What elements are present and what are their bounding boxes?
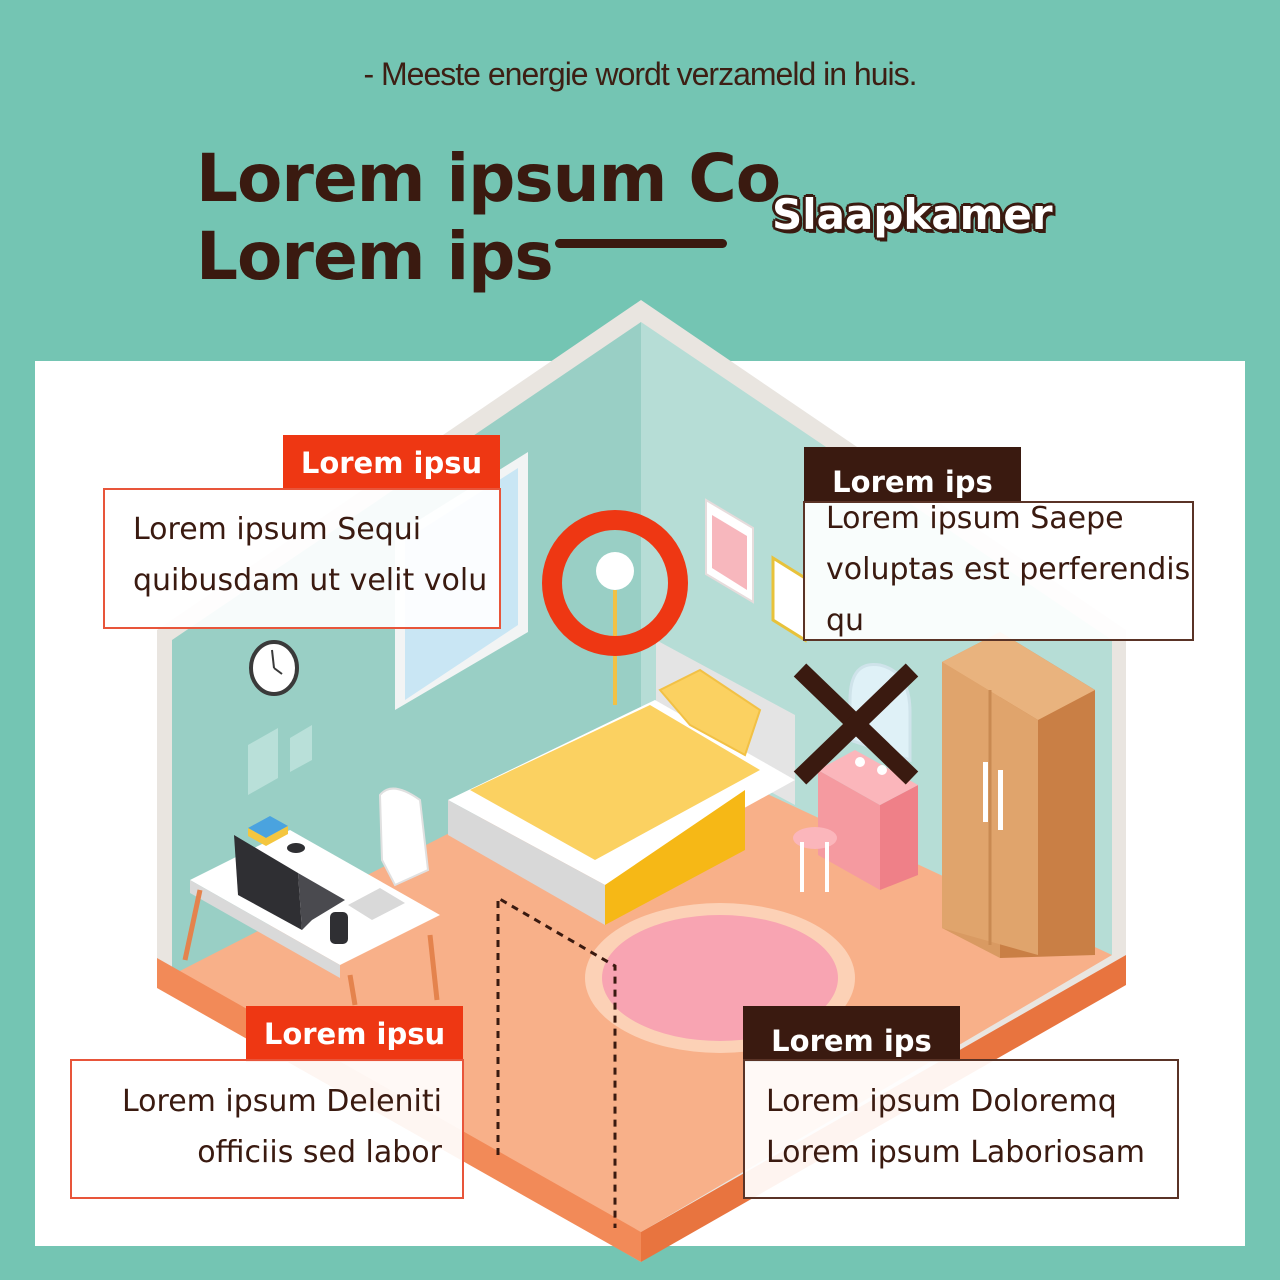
page-title-line-1: Lorem ipsum Co [196, 140, 781, 217]
callout-4-box: Lorem ipsum Doloremq Lorem ipsum Laborio… [743, 1059, 1179, 1199]
desk-chair [378, 787, 430, 887]
page-title-line-2: Lorem ips [196, 218, 554, 295]
callout-1-line-1: Lorem ipsum Sequi [133, 512, 422, 547]
page-subtitle: - Meeste energie wordt verzameld in huis… [363, 56, 917, 92]
room-label: Slaapkamer [772, 190, 1053, 239]
laptop-base [298, 873, 345, 930]
callout-1-tag: Lorem ipsu [283, 435, 500, 490]
callout-4-line-1: Lorem ipsum Doloremq [766, 1084, 1117, 1119]
bed-blanket-side [605, 790, 745, 925]
page-title: Lorem ipsum Co Lorem ips [196, 140, 781, 296]
wardrobe-top [942, 632, 1095, 720]
wall-tile [290, 725, 312, 772]
callout-4-line-2: Lorem ipsum Laboriosam [766, 1135, 1145, 1170]
stool-seat [793, 827, 837, 849]
callout-4-tag: Lorem ips [743, 1006, 960, 1062]
pillow [658, 668, 762, 757]
callout-3-line-1: Lorem ipsum Deleniti [121, 1084, 442, 1119]
callout-3-line-2: officiis sed labor [197, 1135, 442, 1170]
callout-3-box: Lorem ipsum Deleniti officiis sed labor [70, 1059, 464, 1199]
callout-1-box: Lorem ipsum Sequi quibusdam ut velit vol… [103, 488, 501, 629]
callout-2-box: Lorem ipsum Saepe voluptas est perferend… [803, 501, 1194, 641]
wall-picture-art [712, 515, 747, 590]
bed-side [448, 800, 605, 925]
wall-clock-icon [249, 640, 299, 696]
dotted-guide [496, 895, 617, 1228]
callout-1-line-2: quibusdam ut velit volu [133, 563, 488, 598]
desk-edge [190, 880, 340, 978]
cross-mark-icon [793, 663, 919, 785]
speaker [330, 912, 348, 944]
callout-2-line-3: qu [826, 603, 865, 638]
dresser-side [880, 785, 918, 890]
callout-3-tag: Lorem ipsu [246, 1006, 463, 1062]
dresser-front [818, 770, 880, 890]
dresser-top [818, 750, 918, 805]
bed-blanket [470, 705, 760, 860]
callout-2-line-1: Lorem ipsum Saepe [826, 501, 1124, 536]
callout-2-tag: Lorem ips [804, 447, 1021, 503]
lamp-target-icon [542, 510, 688, 705]
laptop-screen [234, 835, 302, 930]
callout-2-line-2: voluptas est perferendis [826, 552, 1191, 587]
title-divider [555, 239, 727, 248]
wall-tile [248, 728, 278, 795]
desk-pad [348, 888, 405, 920]
books [248, 816, 288, 838]
